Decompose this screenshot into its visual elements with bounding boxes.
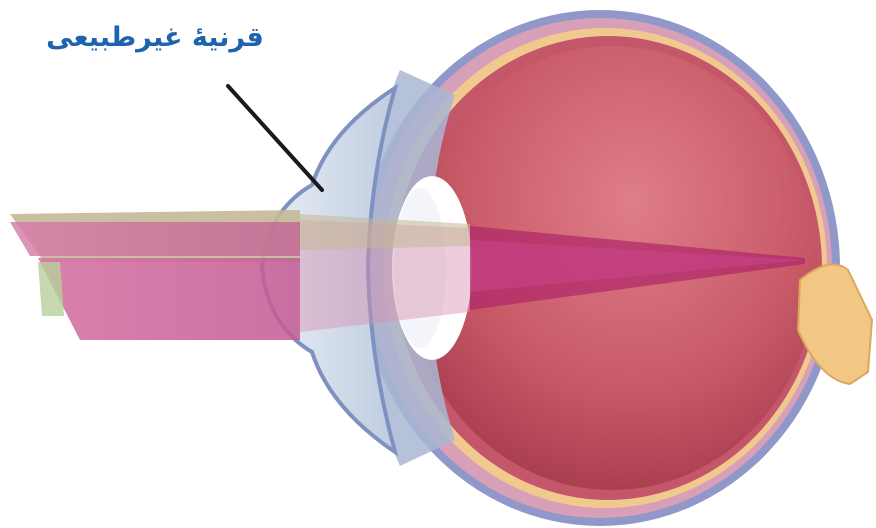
pointer-line (228, 86, 322, 190)
abnormal-cornea-label: قرنیهٔ غیرطبیعی (40, 22, 270, 53)
light-beam-green-edge (38, 262, 64, 316)
light-beam-pink-upper (10, 222, 300, 256)
light-beam-pink-lower (38, 258, 300, 340)
